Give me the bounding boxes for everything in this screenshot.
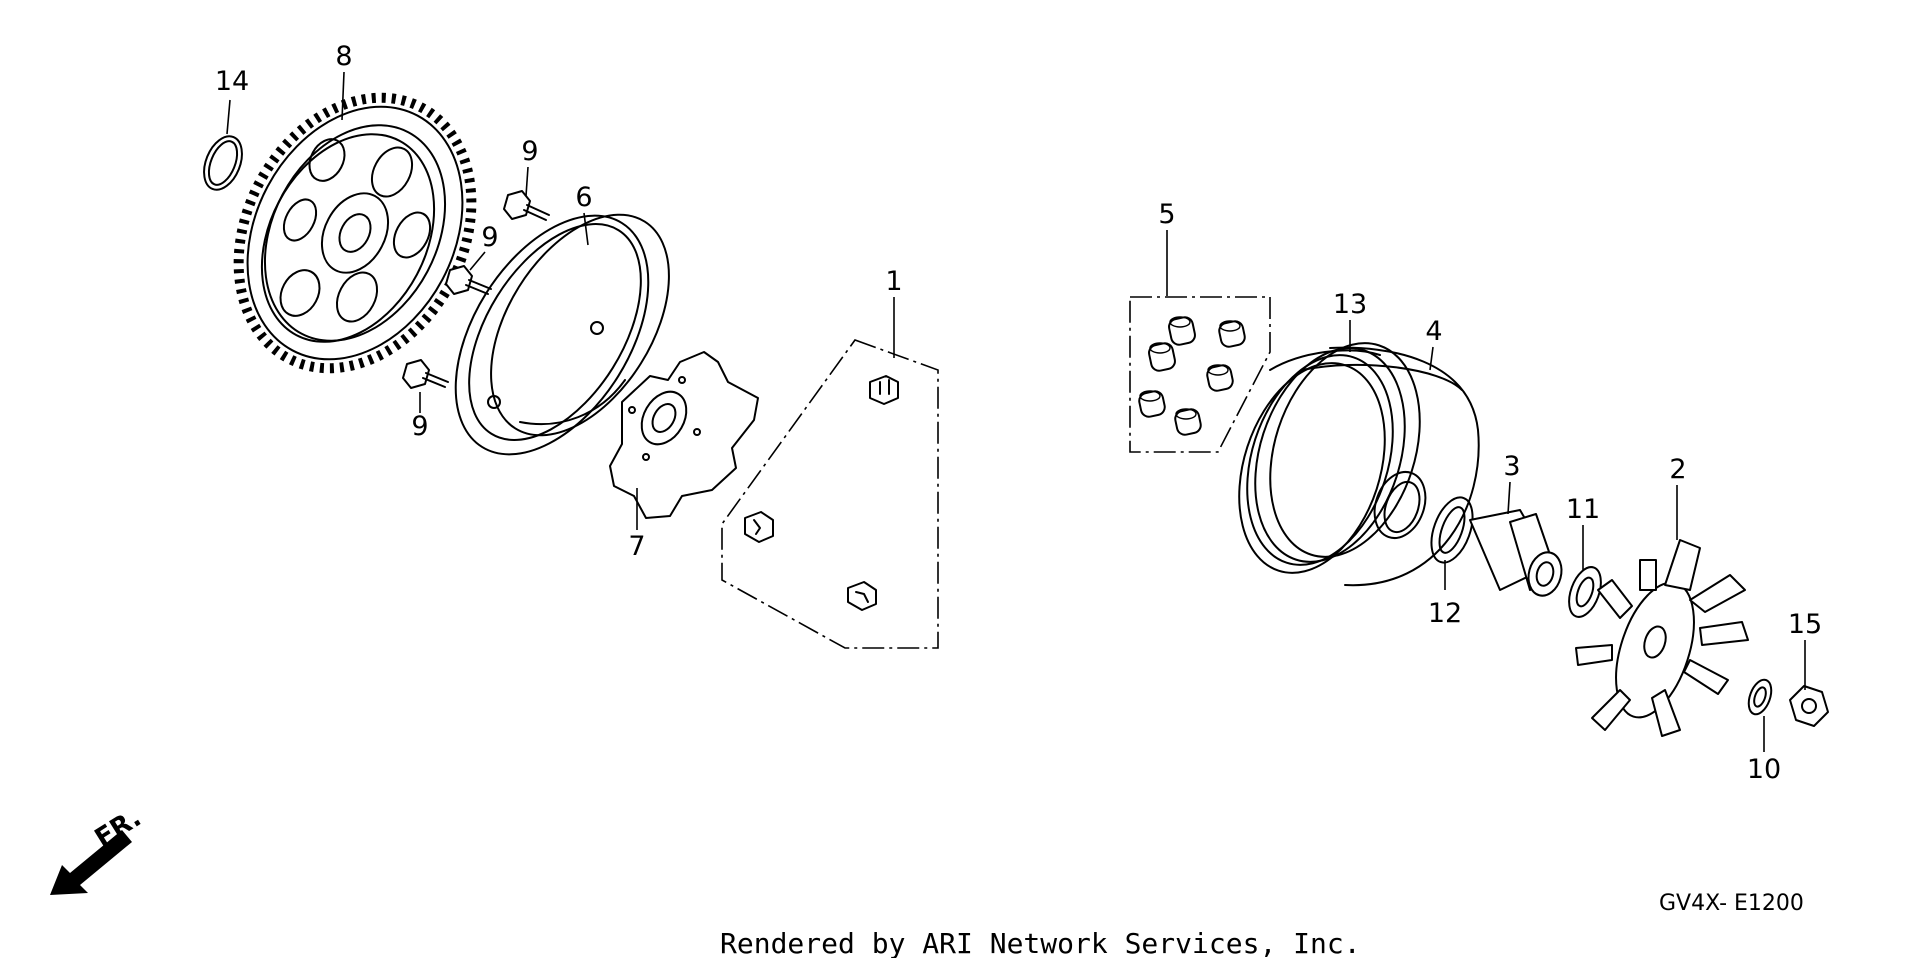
- callout-12: 12: [1428, 598, 1462, 629]
- front-direction-indicator: FR.: [50, 803, 147, 895]
- nut-part[interactable]: [1789, 685, 1829, 727]
- fan-part[interactable]: [1575, 539, 1749, 737]
- callout-3: 3: [1503, 451, 1520, 482]
- callout-7: 7: [628, 531, 645, 562]
- washer-part-11[interactable]: [1563, 563, 1607, 621]
- callout-10: 10: [1747, 754, 1781, 785]
- callout-labels: 14 8 9 9 9 6 7 1 5 13 4 3 12 11 2 15 10: [215, 41, 1822, 785]
- callout-4: 4: [1425, 316, 1442, 347]
- washer-part-10[interactable]: [1744, 677, 1775, 718]
- sprocket-part[interactable]: [193, 57, 517, 409]
- diagram-code: GV4X- E1200: [1659, 891, 1804, 916]
- washer-part-12[interactable]: [1423, 492, 1480, 568]
- callout-11: 11: [1566, 494, 1600, 525]
- slide-piece-set-part[interactable]: [721, 339, 939, 649]
- front-arrow-icon: [50, 830, 132, 895]
- collar-part[interactable]: [1469, 509, 1566, 599]
- callout-1: 1: [885, 266, 902, 297]
- callout-6: 6: [575, 182, 592, 213]
- callout-9-middle: 9: [481, 222, 498, 253]
- callout-15: 15: [1788, 609, 1822, 640]
- clutch-drum-part[interactable]: [416, 182, 706, 489]
- weight-roller-set-part[interactable]: [1129, 296, 1271, 453]
- drive-face-part[interactable]: [1214, 324, 1480, 592]
- bolt-part-bottom[interactable]: [402, 359, 449, 389]
- bolt-part-middle[interactable]: [445, 265, 492, 295]
- callout-9-top: 9: [521, 136, 538, 167]
- spring-plate-part[interactable]: [609, 351, 759, 519]
- leader-lines: [226, 71, 1806, 752]
- callout-14: 14: [215, 66, 249, 97]
- callout-13: 13: [1333, 289, 1367, 320]
- callout-5: 5: [1158, 199, 1175, 230]
- credit-text: Rendered by ARI Network Services, Inc.: [720, 927, 1361, 958]
- bolt-part-top[interactable]: [503, 190, 550, 221]
- callout-8: 8: [335, 41, 352, 72]
- callout-2: 2: [1669, 454, 1686, 485]
- ramp-plate-part[interactable]: [1269, 349, 1381, 371]
- o-ring-part[interactable]: [197, 131, 250, 196]
- callout-9-bottom: 9: [411, 411, 428, 442]
